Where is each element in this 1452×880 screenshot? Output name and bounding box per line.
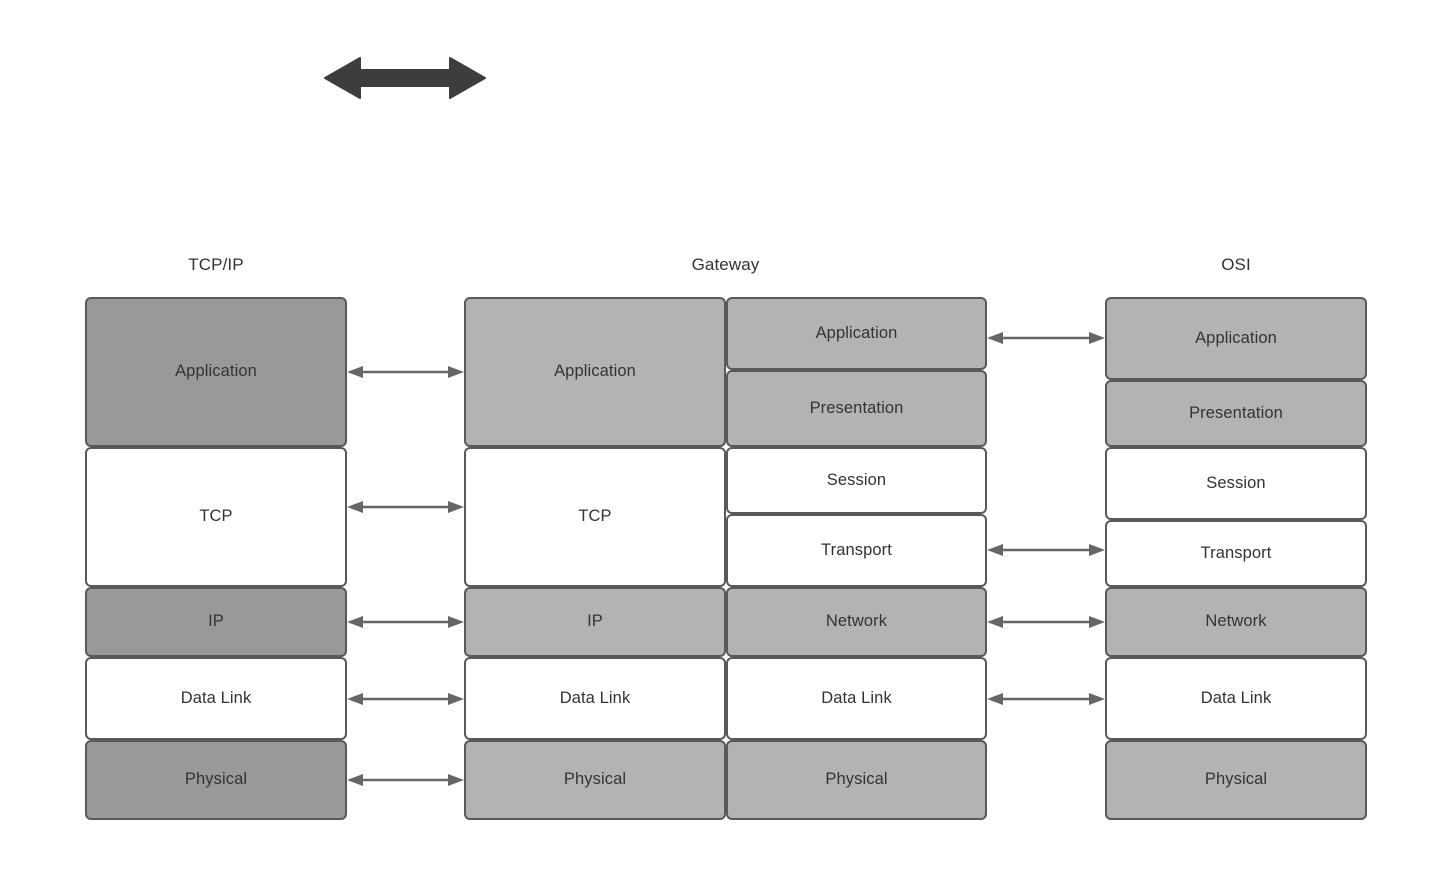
osi-block-data-link[interactable]: Data Link <box>1105 657 1367 740</box>
connector-arrow-gateway-osi-application <box>987 327 1105 349</box>
connector-arrow-gateway-osi-data-link <box>987 688 1105 710</box>
tcpip-block-application[interactable]: Application <box>85 297 347 447</box>
osi-block-transport[interactable]: Transport <box>1105 520 1367 587</box>
gateway-right-block-physical[interactable]: Physical <box>726 740 987 820</box>
gateway-right-block-presentation[interactable]: Presentation <box>726 370 987 447</box>
gateway-right-block-application[interactable]: Application <box>726 297 987 370</box>
tcpip-block-ip[interactable]: IP <box>85 587 347 657</box>
tcpip-block-tcp[interactable]: TCP <box>85 447 347 587</box>
connector-arrow-tcpip-gateway-physical <box>347 769 464 791</box>
gateway-left-block-application[interactable]: Application <box>464 297 726 447</box>
connector-arrow-tcpip-gateway-tcp <box>347 496 464 518</box>
tcpip-block-data-link[interactable]: Data Link <box>85 657 347 740</box>
connector-arrow-tcpip-gateway-data-link <box>347 688 464 710</box>
gateway-right-block-session[interactable]: Session <box>726 447 987 514</box>
gateway-left-block-physical[interactable]: Physical <box>464 740 726 820</box>
gateway-left-block-tcp[interactable]: TCP <box>464 447 726 587</box>
osi-block-network[interactable]: Network <box>1105 587 1367 657</box>
osi-block-presentation[interactable]: Presentation <box>1105 380 1367 447</box>
osi-block-physical[interactable]: Physical <box>1105 740 1367 820</box>
connector-arrow-tcpip-gateway-application <box>347 361 464 383</box>
double-headed-arrow-icon <box>322 52 488 104</box>
column-header-tcpip: TCP/IP <box>188 255 244 274</box>
connector-arrow-gateway-osi-transport <box>987 539 1105 561</box>
gateway-right-block-network[interactable]: Network <box>726 587 987 657</box>
osi-block-application[interactable]: Application <box>1105 297 1367 380</box>
connector-arrow-gateway-osi-network <box>987 611 1105 633</box>
osi-block-session[interactable]: Session <box>1105 447 1367 520</box>
gateway-right-block-transport[interactable]: Transport <box>726 514 987 587</box>
column-header-osi: OSI <box>1221 255 1251 274</box>
column-header-gateway: Gateway <box>691 255 760 274</box>
tcpip-block-physical[interactable]: Physical <box>85 740 347 820</box>
gateway-left-block-ip[interactable]: IP <box>464 587 726 657</box>
gateway-left-block-data-link[interactable]: Data Link <box>464 657 726 740</box>
connector-arrow-tcpip-gateway-ip <box>347 611 464 633</box>
gateway-right-block-data-link[interactable]: Data Link <box>726 657 987 740</box>
